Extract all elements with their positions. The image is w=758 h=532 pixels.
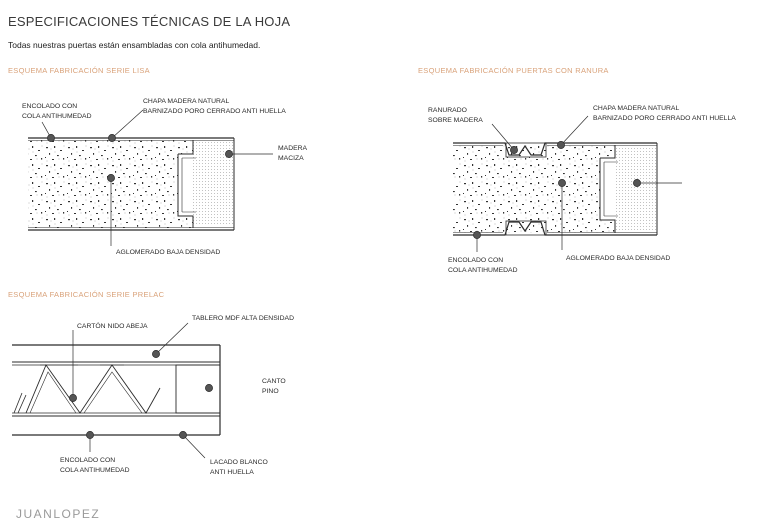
label-lacado-2: ANTI HUELLA [210, 469, 254, 476]
label-madera-lisa-1: MADERA [278, 145, 308, 152]
label-chapa-lisa-2: BARNIZADO PORO CERRADO ANTI HUELLA [143, 108, 286, 115]
label-lacado-1: LACADO BLANCO [210, 459, 268, 466]
heading-serie-prelac: ESQUEMA FABRICACIÓN SERIE PRELAC [8, 290, 165, 299]
label-chapa-lisa-1: CHAPA MADERA NATURAL [143, 98, 229, 105]
label-tablero: TABLERO MDF ALTA DENSIDAD [192, 315, 294, 322]
diagram-serie-prelac: CARTÓN NIDO ABEJA TABLERO MDF ALTA DENSI… [12, 315, 294, 476]
label-encolado-prelac-2: COLA ANTIHUMEDAD [60, 467, 130, 474]
label-chapa-ranura-1: CHAPA MADERA NATURAL [593, 105, 679, 112]
label-encolado-lisa-2: COLA ANTIHUMEDAD [22, 113, 92, 120]
page-subtitle: Todas nuestras puertas están ensambladas… [8, 40, 261, 50]
label-encolado-ranura-1: ENCOLADO CON [448, 257, 503, 264]
diagram-serie-ranura: RANURADO SOBRE MADERA CHAPA MADERA NATUR… [428, 105, 736, 274]
label-encolado-prelac-1: ENCOLADO CON [60, 457, 115, 464]
label-ranurado-1: RANURADO [428, 107, 467, 114]
label-ranurado-2: SOBRE MADERA [428, 117, 483, 124]
label-madera-lisa-2: MACIZA [278, 155, 304, 162]
label-encolado-ranura-2: COLA ANTIHUMEDAD [448, 267, 518, 274]
heading-serie-ranura: ESQUEMA FABRICACIÓN PUERTAS CON RANURA [418, 66, 609, 75]
heading-serie-lisa: ESQUEMA FABRICACIÓN SERIE LISA [8, 66, 150, 75]
page-title: ESPECIFICACIONES TÉCNICAS DE LA HOJA [8, 14, 291, 29]
label-chapa-ranura-2: BARNIZADO PORO CERRADO ANTI HUELLA [593, 115, 736, 122]
brand-logo: JUANLOPEZ [16, 507, 101, 521]
diagram-serie-lisa: ENCOLADO CON COLA ANTIHUMEDAD CHAPA MADE… [22, 98, 308, 256]
label-encolado-lisa-1: ENCOLADO CON [22, 103, 77, 110]
label-canto-2: PINO [262, 388, 279, 395]
label-aglomerado-ranura: AGLOMERADO BAJA DENSIDAD [566, 255, 670, 262]
label-carton: CARTÓN NIDO ABEJA [77, 321, 148, 330]
label-aglomerado-lisa: AGLOMERADO BAJA DENSIDAD [116, 249, 220, 256]
label-canto-1: CANTO [262, 378, 286, 385]
